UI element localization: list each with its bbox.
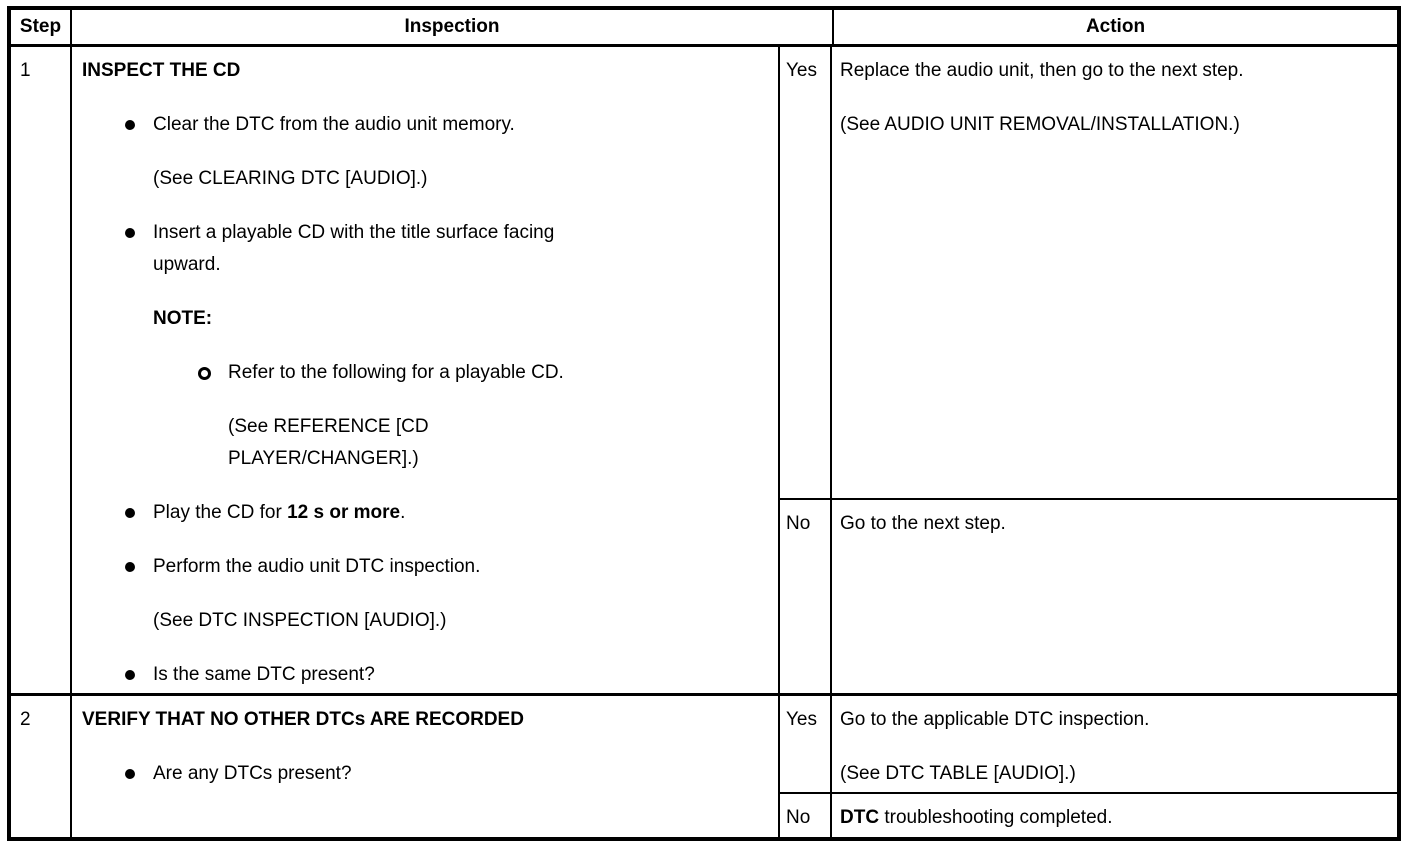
inspection-cell-step-2: VERIFY THAT NO OTHER DTCs ARE RECORDED A… <box>72 696 780 837</box>
step-number: 1 <box>11 47 72 693</box>
no-subrow-step-2: No DTC troubleshooting completed. <box>780 794 1397 837</box>
list-item-text: Insert a playable CD with the title surf… <box>153 222 555 275</box>
action-text: Go to the applicable DTC inspection. <box>840 709 1150 730</box>
action-cell-step-1-no: Go to the next step. <box>832 500 1397 693</box>
list-item-text: Perform the audio unit DTC inspection. <box>153 556 481 577</box>
inspection-cell-step-1: INSPECT THE CD Clear the DTC from the au… <box>72 47 780 693</box>
table-row-step-2: 2 VERIFY THAT NO OTHER DTCs ARE RECORDED… <box>11 696 1397 837</box>
see-reference: (See DTC INSPECTION [AUDIO].) <box>153 610 447 631</box>
troubleshooting-table: Step Inspection Action 1 INSPECT THE CD … <box>7 6 1401 841</box>
bullet-icon <box>125 769 135 779</box>
bullet-icon <box>125 120 135 130</box>
bullet-icon <box>125 228 135 238</box>
action-text: Go to the next step. <box>840 513 1006 534</box>
action-text-rest: troubleshooting completed. <box>879 807 1113 828</box>
list-item-text-suffix: . <box>400 502 406 523</box>
list-item: Perform the audio unit DTC inspection. <box>72 551 772 583</box>
sub-list-item-text: Refer to the following for a playable CD… <box>228 362 564 383</box>
list-item-text-prefix: Play the CD for <box>153 502 288 523</box>
list-item: Are any DTCs present? <box>72 758 772 790</box>
list-item: Insert a playable CD with the title surf… <box>72 217 772 281</box>
list-item-text: Is the same DTC present? <box>153 664 375 685</box>
table-header-row: Step Inspection Action <box>11 10 1397 47</box>
list-item: Is the same DTC present? <box>72 659 772 691</box>
sub-list-item: Refer to the following for a playable CD… <box>72 357 772 389</box>
see-reference: (See REFERENCE [CD PLAYER/CHANGER].) <box>228 416 429 469</box>
action-cell-step-2-yes: Go to the applicable DTC inspection. (Se… <box>832 696 1397 792</box>
list-item: Clear the DTC from the audio unit memory… <box>72 109 772 141</box>
list-item-text: Are any DTCs present? <box>153 763 352 784</box>
column-header-step: Step <box>11 10 72 44</box>
see-reference: (See AUDIO UNIT REMOVAL/INSTALLATION.) <box>840 114 1240 135</box>
no-label: No <box>780 794 832 837</box>
bullet-icon <box>125 670 135 680</box>
no-subrow-step-1: No Go to the next step. <box>780 500 1397 693</box>
see-reference: (See DTC TABLE [AUDIO].) <box>840 763 1076 784</box>
action-cell-step-1-yes: Replace the audio unit, then go to the n… <box>832 47 1397 498</box>
yes-no-action-group-step-1: Yes Replace the audio unit, then go to t… <box>780 47 1397 693</box>
action-text: DTC troubleshooting completed. <box>832 802 1391 834</box>
list-item: Play the CD for 12 s or more. <box>72 497 772 529</box>
bullet-icon <box>125 508 135 518</box>
yes-label: Yes <box>780 47 832 498</box>
inspection-title: VERIFY THAT NO OTHER DTCs ARE RECORDED <box>82 709 524 730</box>
see-reference: (See CLEARING DTC [AUDIO].) <box>153 168 428 189</box>
note-label: NOTE: <box>153 308 213 329</box>
list-item-text-bold: 12 s or more <box>287 502 401 523</box>
list-item-text: Clear the DTC from the audio unit memory… <box>153 114 515 135</box>
action-text: Replace the audio unit, then go to the n… <box>840 60 1244 81</box>
circle-bullet-icon <box>198 367 211 380</box>
action-text-bold: DTC <box>840 807 880 828</box>
column-header-action: Action <box>1085 16 1146 37</box>
yes-label: Yes <box>780 696 832 792</box>
yes-subrow-step-1: Yes Replace the audio unit, then go to t… <box>780 47 1397 500</box>
yes-subrow-step-2: Yes Go to the applicable DTC inspection.… <box>780 696 1397 794</box>
no-label: No <box>780 500 832 693</box>
bullet-icon <box>125 562 135 572</box>
step-number: 2 <box>11 696 72 837</box>
table-row-step-1: 1 INSPECT THE CD Clear the DTC from the … <box>11 47 1397 696</box>
inspection-title: INSPECT THE CD <box>82 60 241 81</box>
action-cell-step-2-no: DTC troubleshooting completed. <box>832 794 1397 837</box>
yes-no-action-group-step-2: Yes Go to the applicable DTC inspection.… <box>780 696 1397 837</box>
column-header-inspection: Inspection <box>72 10 834 44</box>
